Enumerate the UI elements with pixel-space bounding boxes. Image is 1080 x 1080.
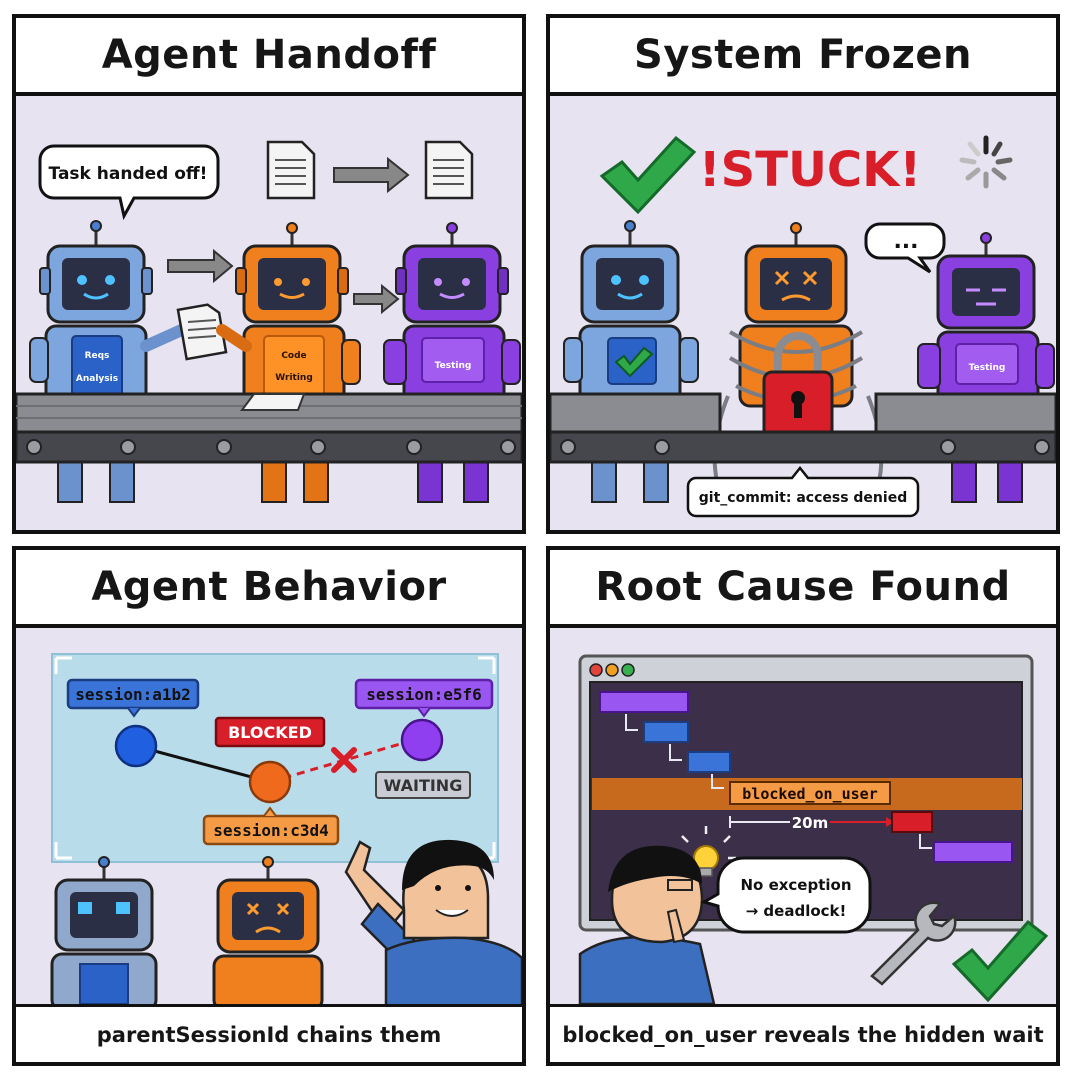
panel-title: Agent Handoff — [16, 18, 522, 96]
speech-bubble: Task handed off! — [38, 144, 220, 221]
trace-span — [643, 721, 689, 743]
panel-caption: parentSessionId chains them — [16, 1004, 522, 1062]
panel-caption: blocked_on_user reveals the hidden wait — [550, 1004, 1056, 1062]
chest-label: Testing — [969, 363, 1006, 373]
engineer-character — [344, 839, 522, 1004]
session-node-c[interactable]: BLOCKED session:c3d4 — [202, 716, 340, 846]
stuck-label: !STUCK! — [699, 142, 922, 198]
robot-purple: Testing — [383, 222, 521, 503]
paper-on-belt — [240, 393, 306, 411]
check-icon — [599, 135, 697, 215]
chest-label: Testing — [435, 361, 472, 371]
arrow-right-icon — [333, 156, 410, 194]
robot-orange — [212, 856, 324, 1004]
panel-title: Root Cause Found — [550, 550, 1056, 628]
check-icon — [951, 919, 1049, 1003]
robot-blue — [50, 856, 158, 1004]
root-cause-scene: blocked_on_user 20m — [550, 628, 1056, 1004]
robot-blue: Reqs Analysis — [29, 220, 192, 503]
conveyor-belt — [550, 392, 1056, 464]
panel-agent-behavior: Agent Behavior session:a1b2 session:e5f6… — [12, 546, 526, 1066]
error-tooltip: git_commit: access denied — [686, 465, 920, 518]
robot-blue — [563, 220, 699, 503]
window-minimize-button[interactable] — [605, 663, 619, 677]
lightbulb-icon — [676, 826, 736, 877]
panel-title: Agent Behavior — [16, 550, 522, 628]
bubble-text: Task handed off! — [49, 164, 208, 184]
session-label: session:c3d4 — [213, 821, 329, 840]
engineer-character — [578, 845, 716, 1004]
frozen-scene: !STUCK! ... — [550, 96, 1056, 530]
blocked-span — [729, 781, 891, 805]
padlock-icon — [762, 332, 834, 440]
arrow-right-icon — [353, 283, 400, 315]
trace-span — [687, 751, 731, 773]
blocked-badge: BLOCKED — [228, 723, 312, 742]
chest-label: Analysis — [76, 374, 118, 384]
robot-orange: Code Writing — [216, 222, 361, 503]
window-maximize-button[interactable] — [621, 663, 635, 677]
bubble-text: No exception — [740, 876, 851, 894]
x-mark-icon — [331, 747, 357, 773]
window-close-button[interactable] — [589, 663, 603, 677]
blocked-span-end — [891, 811, 933, 833]
thought-text: ... — [893, 229, 918, 254]
arrow-right-icon — [167, 248, 234, 284]
check-icon — [614, 346, 654, 378]
panel-title: System Frozen — [550, 18, 1056, 96]
bubble-text: → deadlock! — [746, 902, 847, 920]
wrench-icon — [870, 901, 957, 986]
session-node-b[interactable]: session:e5f6 WAITING — [354, 678, 494, 799]
chest-label: Code — [281, 351, 306, 361]
robot-purple: Testing — [917, 232, 1055, 503]
chest-label: Reqs — [85, 351, 110, 361]
handoff-scene: Task handed off! — [16, 96, 522, 530]
thought-bubble: ... — [864, 222, 946, 274]
trace-span — [933, 841, 1013, 863]
panel-agent-handoff: Agent Handoff Task handed off! — [12, 14, 526, 534]
panel-system-frozen: System Frozen !STUCK! ... — [546, 14, 1060, 534]
trace-span — [599, 691, 689, 713]
duration-marker: 20m — [729, 814, 894, 832]
waiting-badge: WAITING — [384, 776, 463, 795]
document-icon — [424, 140, 474, 200]
session-node-a[interactable]: session:a1b2 — [66, 678, 200, 768]
blocked-span-label: blocked_on_user — [742, 785, 877, 803]
speech-bubble: No exception → deadlock! — [700, 856, 872, 934]
duration-label: 20m — [792, 814, 829, 832]
session-label: session:e5f6 — [366, 685, 482, 704]
document-icon — [266, 140, 316, 200]
loading-spinner-icon — [959, 135, 1013, 189]
panel-root-cause-found: Root Cause Found blocked_on_user 20m — [546, 546, 1060, 1066]
chest-label: Writing — [275, 373, 313, 383]
tooltip-text: git_commit: access denied — [699, 490, 907, 506]
session-label: session:a1b2 — [75, 685, 191, 704]
behavior-scene: session:a1b2 session:e5f6 WAITING BLOCKE… — [16, 628, 522, 1004]
